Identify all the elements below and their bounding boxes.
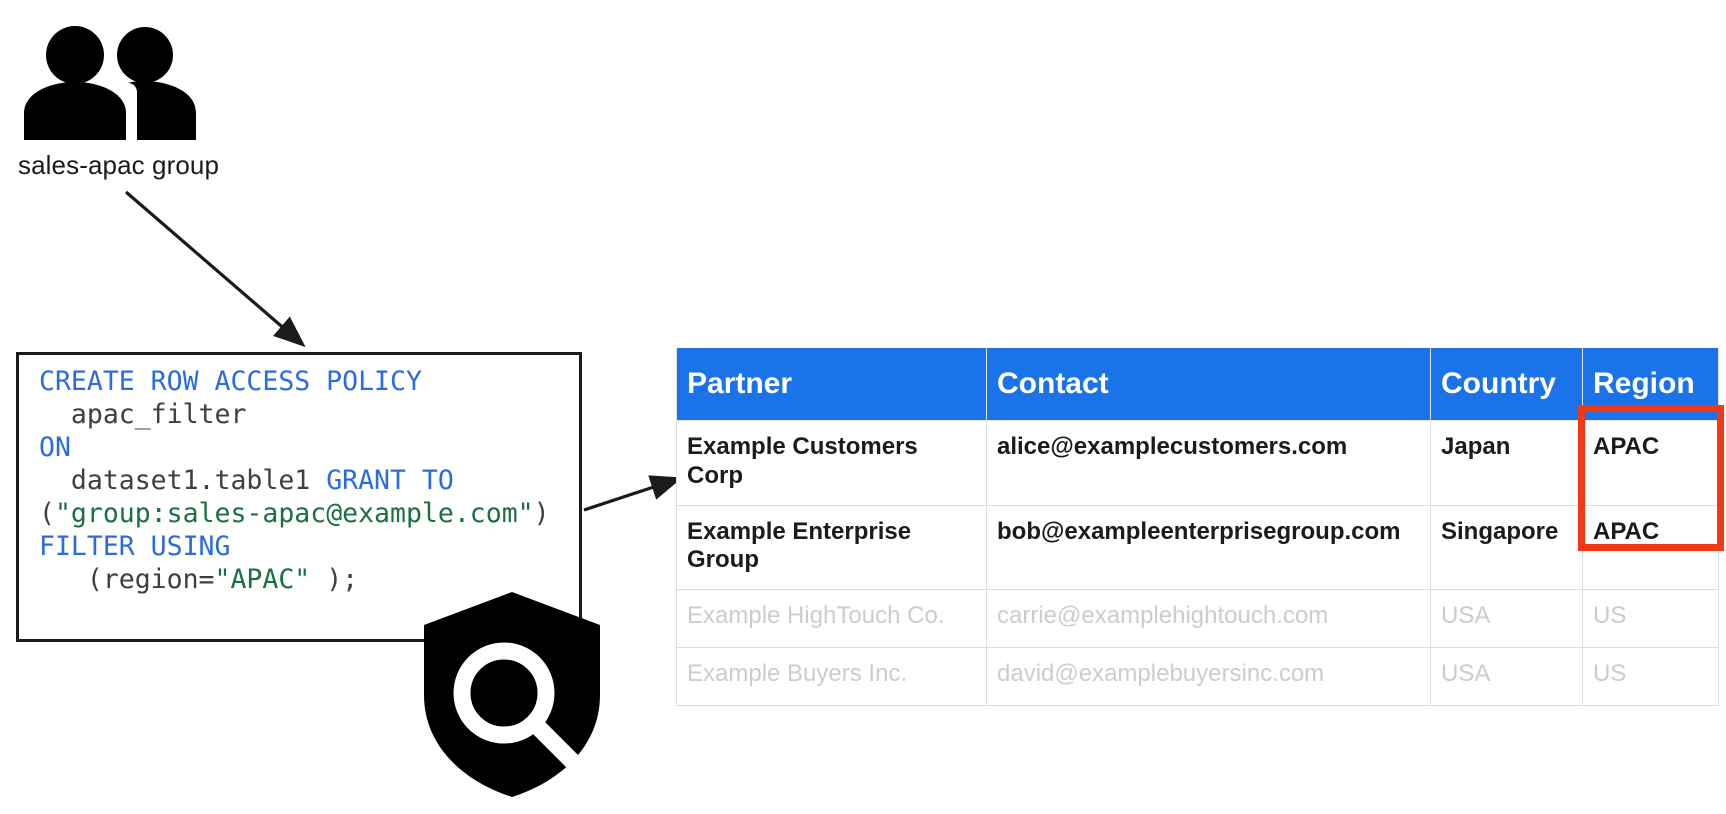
row-access-policy-code-box: CREATE ROW ACCESS POLICY apac_filter ON …	[16, 352, 582, 642]
column-header-contact[interactable]: Contact	[986, 348, 1431, 421]
cell-region: US	[1582, 647, 1719, 707]
cell-region: APAC	[1582, 504, 1719, 591]
table-header-row: Partner Contact Country Region	[676, 348, 1719, 421]
people-group-icon	[20, 25, 210, 140]
cell-contact: david@examplebuyersinc.com	[986, 647, 1431, 707]
cell-country: USA	[1430, 647, 1583, 707]
arrow-policy-to-table	[583, 475, 683, 512]
column-header-region[interactable]: Region	[1582, 348, 1719, 421]
cell-partner: Example HighTouch Co.	[676, 589, 987, 649]
cell-contact: bob@exampleenterprisegroup.com	[986, 504, 1431, 591]
cell-contact: alice@examplecustomers.com	[986, 420, 1431, 506]
cell-partner: Example Enterprise Group	[676, 504, 987, 591]
sql-code: CREATE ROW ACCESS POLICY apac_filter ON …	[39, 366, 550, 595]
cell-country: USA	[1430, 589, 1583, 649]
cell-country: Singapore	[1430, 504, 1583, 591]
cell-partner: Example Customers Corp	[676, 420, 987, 506]
table-row: Example Customers Corp alice@examplecust…	[676, 420, 1719, 506]
cell-region: US	[1582, 589, 1719, 649]
cell-partner: Example Buyers Inc.	[676, 647, 987, 707]
table-row: Example Buyers Inc. david@examplebuyersi…	[676, 647, 1719, 707]
column-header-partner[interactable]: Partner	[676, 348, 987, 421]
shield-search-icon	[424, 592, 600, 797]
group-label: sales-apac group	[18, 150, 220, 180]
cell-country: Japan	[1430, 420, 1583, 506]
table-row: Example Enterprise Group bob@exampleente…	[676, 504, 1719, 591]
column-header-country[interactable]: Country	[1430, 348, 1583, 421]
arrow-group-to-policy	[124, 190, 306, 348]
partner-table: Partner Contact Country Region Example C…	[676, 348, 1719, 707]
cell-region: APAC	[1582, 420, 1719, 506]
table-row: Example HighTouch Co. carrie@examplehigh…	[676, 589, 1719, 649]
cell-contact: carrie@examplehightouch.com	[986, 589, 1431, 649]
